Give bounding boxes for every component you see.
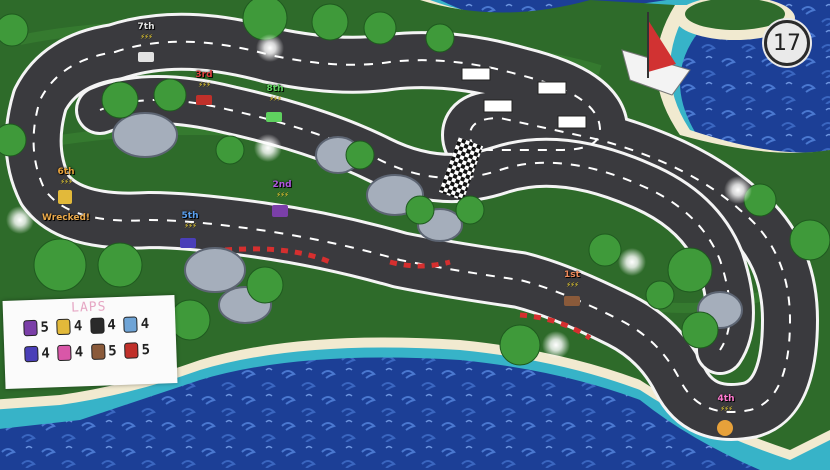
- laps-title: LAPS: [70, 299, 107, 316]
- laps-count: 4: [107, 317, 117, 334]
- yellow-kart-icon: [56, 318, 72, 336]
- racer-position-1st: 1st: [564, 270, 580, 280]
- kart-3rd: [196, 95, 212, 105]
- countdown-timer: 17: [764, 20, 810, 66]
- racer-boost-5th: ⚡⚡⚡: [184, 222, 197, 230]
- wrecked-status: Wrecked!: [42, 213, 91, 223]
- laps-count: 5: [107, 343, 117, 360]
- racer-boost-3rd: ⚡⚡⚡: [198, 81, 211, 89]
- laps-entry: 4: [90, 317, 116, 334]
- kart-7th: [138, 52, 154, 62]
- laps-entry: 5: [90, 343, 117, 360]
- laps-count: 4: [73, 318, 83, 335]
- karts: [58, 52, 733, 436]
- laps-panel: LAPS 5 4 4 4 4 4 5 5: [2, 295, 178, 389]
- pink-kart-icon: [57, 344, 73, 362]
- racer-position-5th: 5th: [181, 211, 199, 221]
- racer-boost-4th: ⚡⚡⚡: [720, 405, 733, 413]
- brown-kart-icon: [90, 343, 106, 360]
- blue-kart-icon: [24, 345, 39, 363]
- sailboat: [621, 12, 691, 96]
- race-track: [4, 12, 819, 441]
- kart-2nd: [272, 205, 288, 217]
- laps-count: 4: [74, 344, 84, 361]
- kart-5th: [180, 238, 196, 248]
- laps-count: 5: [141, 341, 151, 359]
- black-kart-icon: [90, 317, 105, 334]
- kart-1st: [564, 296, 580, 306]
- racer-boost-6th: ⚡⚡⚡: [60, 178, 73, 186]
- laps-entry: 4: [57, 344, 84, 362]
- kart-8th: [266, 112, 282, 122]
- lamp-lights: [6, 34, 752, 359]
- laps-row-2: 4 4 5 5: [24, 342, 150, 363]
- laps-entry: 4: [123, 316, 149, 333]
- laps-count: 5: [40, 319, 50, 336]
- racer-boost-1st: ⚡⚡⚡: [566, 281, 579, 289]
- laps-entry: 5: [124, 342, 150, 359]
- racer-boost-2nd: ⚡⚡⚡: [276, 191, 289, 199]
- racer-boost-7th: ⚡⚡⚡: [140, 33, 153, 41]
- laps-entry: 4: [24, 345, 51, 363]
- palm-trees: [0, 0, 830, 366]
- direction-signs: [461, 67, 587, 129]
- racer-position-3rd: 3rd: [195, 70, 213, 80]
- racer-boost-8th: ⚡⚡⚡: [269, 95, 282, 103]
- racer-position-4th: 4th: [717, 394, 735, 404]
- striped-kart-icon: [123, 316, 139, 333]
- laps-count: 4: [140, 315, 150, 333]
- racer-position-8th: 8th: [266, 84, 284, 94]
- laps-row-1: 5 4 4 4: [23, 316, 149, 337]
- laps-entry: 4: [56, 318, 83, 336]
- racer-position-6th: 6th: [57, 167, 75, 177]
- laps-count: 4: [41, 345, 51, 362]
- finish-line: [438, 137, 484, 201]
- racer-position-2nd: 2nd: [272, 180, 292, 190]
- kart-4th: [717, 420, 733, 436]
- red-kart-icon: [124, 342, 139, 359]
- laps-entry: 5: [23, 319, 50, 337]
- racer-position-7th: 7th: [137, 22, 155, 32]
- kart-6th: [58, 190, 72, 204]
- purple-kart-icon: [23, 319, 38, 337]
